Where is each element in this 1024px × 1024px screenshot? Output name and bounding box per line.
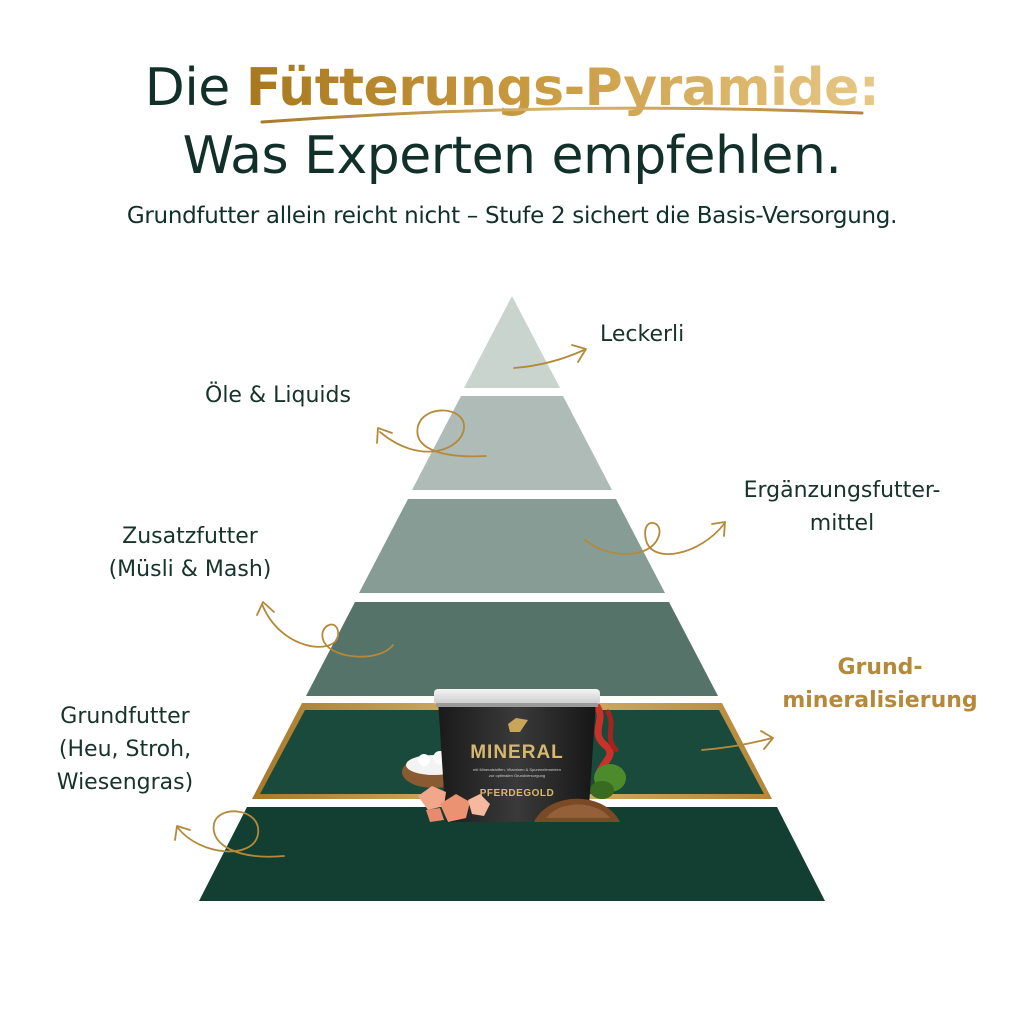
himalaya-salt-icon	[418, 786, 490, 822]
arrow-curl-icon	[513, 344, 587, 369]
label-ergaenzung-line-2: mittel	[809, 511, 875, 536]
label-ergaenzungsfuttermittel: Ergänzungsfutter- mittel	[712, 474, 972, 540]
label-grundmineralisierung: Grund- mineralisierung	[760, 651, 1000, 717]
page-title-line-2: Was Experten empfehlen.	[182, 126, 842, 186]
label-zusatzfutter: Zusatzfutter (Müsli & Mash)	[80, 520, 300, 586]
product-fine-print-1: mit Mineralstoffen, Vitaminen & Spurenel…	[473, 767, 561, 772]
label-grundfutter-line-2: (Heu, Stroh,	[58, 737, 192, 762]
label-oele-liquids: Öle & Liquids	[205, 383, 351, 408]
pyramid-tier-ergaenzungsfuttermittel	[359, 499, 665, 593]
label-grundfutter: Grundfutter (Heu, Stroh, Wiesengras)	[20, 700, 230, 799]
horse-logo-icon	[508, 718, 528, 732]
label-grundmin-line-2: mineralisierung	[782, 688, 978, 713]
label-zusatz-line-1: Zusatzfutter	[122, 524, 258, 549]
pyramid-tier-grundfutter	[199, 807, 825, 901]
title-prefix: Die	[144, 58, 246, 118]
label-zusatz-line-2: (Müsli & Mash)	[108, 557, 272, 582]
label-grundfutter-line-1: Grundfutter	[60, 704, 190, 729]
label-grundfutter-line-3: Wiesengras)	[56, 770, 194, 795]
linseed-icon	[534, 798, 620, 822]
arrow-curl-icon	[584, 521, 726, 555]
product-name: MINERAL	[470, 742, 564, 763]
arrow-curl-icon	[701, 730, 774, 751]
pyramid-tier-zusatzfutter	[306, 602, 718, 696]
label-ergaenzung-line-1: Ergänzungsfutter-	[743, 478, 941, 503]
arrow-curl-icon	[256, 601, 394, 658]
arrow-curl-icon	[376, 409, 487, 458]
product-fine-print-2: zur optimalen Grundversorgung	[489, 773, 545, 778]
product-brand: PFERDEGOLD	[480, 788, 554, 799]
label-leckerli: Leckerli	[600, 322, 685, 347]
title-underline	[260, 106, 864, 124]
page-subtitle: Grundfutter allein reicht nicht – Stufe …	[126, 203, 898, 229]
seaweed-icon	[590, 701, 626, 799]
pyramid-tier-leckerli	[464, 296, 560, 388]
label-grundmin-line-1: Grund-	[837, 655, 923, 680]
arrow-curl-icon	[174, 810, 285, 858]
mineral-product-image: MINERAL mit Mineralstoffen, Vitaminen & …	[402, 689, 626, 822]
